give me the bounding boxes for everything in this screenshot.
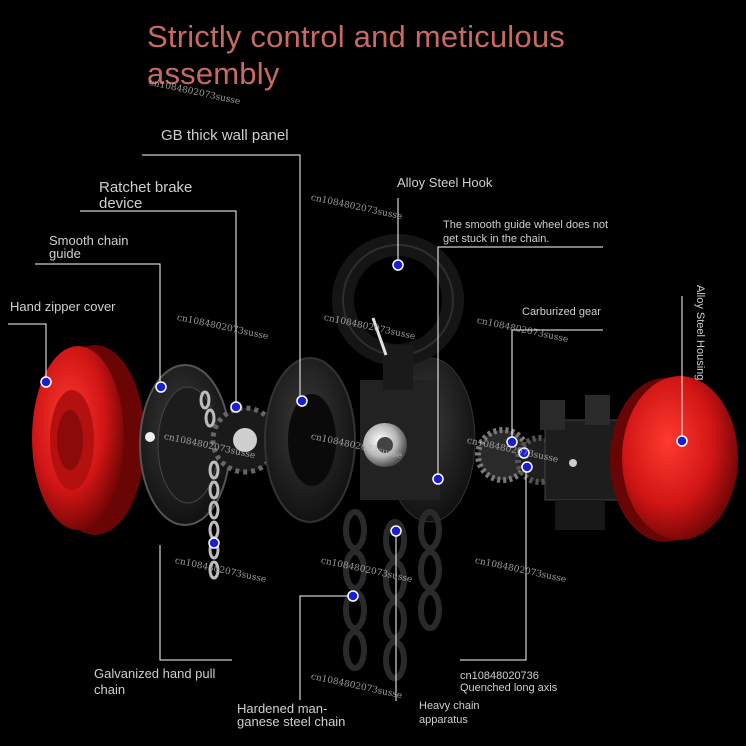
carburized-gear-label: Carburized gear	[522, 306, 601, 318]
hardened-manganese-chain-label-line1: Hardened man-	[237, 701, 328, 716]
quenched-long-axis-label: Quenched long axis	[460, 682, 558, 694]
heavy-chain-apparatus-label-line2: apparatus	[419, 714, 468, 726]
smooth-chain-guide-label-line2: guide	[49, 246, 81, 261]
gb-wall-panel-shape	[264, 357, 356, 523]
hardened-manganese-chain-label-line2: ganese steel chain	[237, 714, 346, 729]
hand-chain-shape	[199, 390, 220, 580]
heavy-chain-apparatus-label-line1: Heavy chain	[419, 700, 480, 712]
galvanized-hand-pull-chain-label-line1: Galvanized hand pull	[94, 666, 216, 681]
alloy-steel-housing-label: Alloy Steel Housing	[694, 285, 706, 381]
page-title: Strictly control and meticulous assembly	[147, 19, 565, 91]
gb-thick-wall-panel-label: GB thick wall panel	[161, 127, 289, 144]
alloy-steel-hook-label: Alloy Steel Hook	[397, 175, 493, 190]
ratchet-brake-label-line1: Ratchet brake	[99, 179, 193, 196]
load-chain-shape	[343, 509, 442, 681]
hand-zipper-cover-label: Hand zipper cover	[10, 299, 116, 314]
guide-wheel-label-line2: get stuck in the chain.	[443, 233, 550, 245]
alloy-steel-housing-shape	[610, 376, 738, 542]
hand-zipper-cover-shape	[32, 345, 145, 535]
guide-wheel-label-line1: The smooth guide wheel does not	[443, 219, 609, 231]
ratchet-brake-label-line2: device	[99, 195, 143, 212]
smooth-chain-guide-label-line1: Smooth chain	[49, 233, 129, 248]
quenched-axis-code: cn10848020736	[460, 670, 539, 682]
central-frame-shape	[360, 357, 476, 523]
leader-lines	[8, 154, 683, 701]
callout-dots	[40, 259, 688, 602]
galvanized-hand-pull-chain-label-line2: chain	[94, 682, 126, 697]
